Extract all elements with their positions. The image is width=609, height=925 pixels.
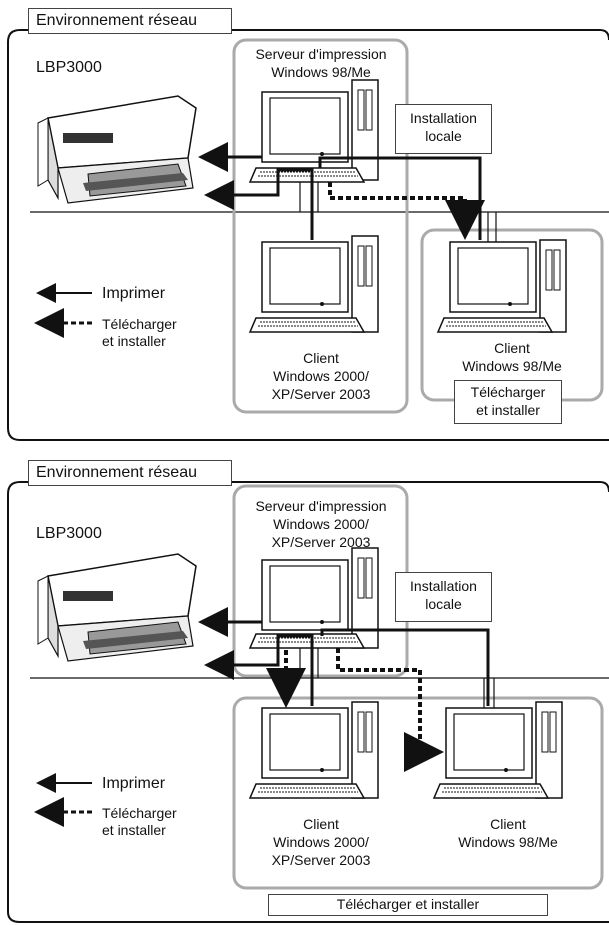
download-arrows (266, 648, 444, 772)
local-install-line2: locale (425, 596, 462, 612)
server-computer-icon (248, 547, 379, 649)
printer-icon (37, 95, 197, 204)
download-install-box (268, 894, 548, 916)
section-title-box (28, 8, 232, 34)
download-arrow (328, 182, 485, 240)
legend-download-line1: Télécharger (102, 805, 177, 821)
client-b-download-line2: et installer (476, 402, 540, 418)
printer-icon (37, 553, 197, 662)
client-a-computer-icon (248, 235, 379, 333)
legend-print-label: Imprimer (102, 775, 166, 792)
print-arrows (198, 142, 482, 240)
client-a-line3: XP/Server 2003 (271, 852, 371, 868)
server-label-line2: Windows 98/Me (271, 64, 371, 80)
legend-download-line2: et installer (102, 822, 166, 838)
client-b-download-box (454, 380, 562, 424)
client-b-line2: Windows 98/Me (462, 358, 562, 374)
client-a-line2: Windows 2000/ (273, 834, 369, 850)
local-install-line2: locale (425, 128, 462, 144)
server-group-box (232, 38, 409, 414)
local-install-box (395, 104, 492, 154)
network-diagram-2 (7, 481, 609, 923)
legend-print-label: Imprimer (102, 285, 166, 302)
printer-label: LBP3000 (36, 525, 102, 542)
section-title-box (28, 460, 232, 486)
client-a-line2: Windows 2000/ (273, 368, 369, 384)
server-label-line2: Windows 2000/ (273, 516, 369, 532)
download-install-label: Télécharger et installer (336, 896, 480, 912)
local-install-line1: Installation (410, 578, 477, 594)
client-b-computer-icon (436, 239, 567, 333)
section-title: Environnement réseau (36, 12, 197, 29)
client-a-line3: XP/Server 2003 (271, 386, 371, 402)
printer-label: LBP3000 (36, 59, 102, 76)
client-a-line1: Client (303, 816, 339, 832)
client-a-line1: Client (303, 350, 339, 366)
client-b-download-line1: Télécharger (470, 384, 546, 400)
server-computer-icon (248, 79, 379, 183)
client-b-line2: Windows 98/Me (458, 834, 558, 850)
local-install-box (395, 572, 492, 622)
panel-frame (7, 29, 609, 441)
local-install-line1: Installation (410, 110, 477, 126)
panel-frame (7, 481, 609, 923)
network-panel-1: Environnement réseau LBP3000 Serveur d'i… (0, 0, 609, 445)
section-title: Environnement réseau (36, 464, 197, 481)
legend-download-line1: Télécharger (102, 316, 177, 332)
server-label-line3: XP/Server 2003 (271, 534, 371, 550)
network-panel-2: Environnement réseau LBP3000 Serveur d'i… (0, 460, 609, 925)
client-b-computer-icon (432, 701, 563, 799)
network-diagram-1 (7, 29, 609, 441)
legend-download-line2: et installer (102, 333, 166, 349)
server-label-line1: Serveur d'impression (255, 498, 387, 514)
server-label-line1: Serveur d'impression (255, 46, 387, 62)
client-b-line1: Client (494, 340, 530, 356)
client-a-computer-icon (248, 701, 379, 799)
print-arrows (198, 607, 490, 706)
client-b-line1: Client (490, 816, 526, 832)
